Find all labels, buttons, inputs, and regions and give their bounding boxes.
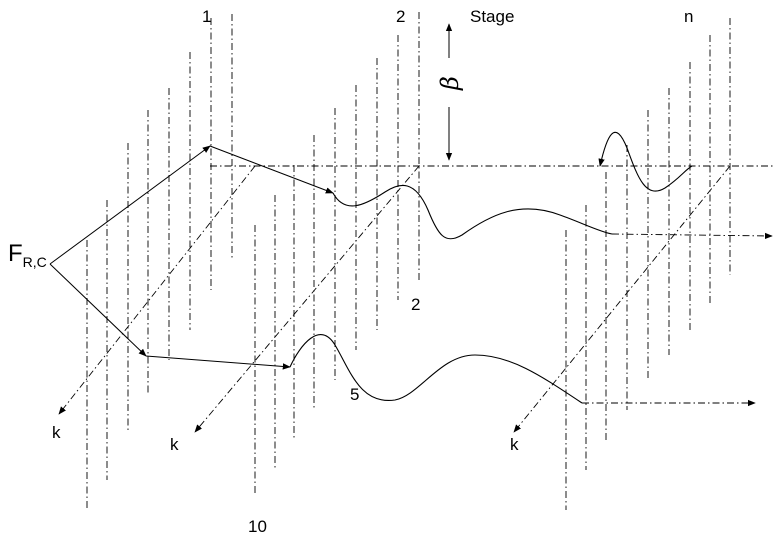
force-subscript: R,C [23, 254, 47, 270]
stage-word-label: Stage [470, 7, 514, 26]
stage-2-lines [254, 12, 420, 495]
beta-label: β [436, 76, 464, 91]
upper-wave [332, 184, 613, 240]
number-5-label: 5 [350, 385, 359, 404]
k-axis-arrow-3 [513, 165, 731, 433]
upper-output-arrow [611, 232, 773, 240]
stage-1-label: 1 [202, 7, 211, 26]
stage-n-wave [598, 131, 693, 192]
lower-transfer-arrow [145, 355, 291, 370]
lower-wave [289, 334, 583, 404]
k-axis-arrow-2 [194, 165, 420, 433]
upper-input-arrow [49, 145, 211, 265]
upper-transfer-arrow [209, 145, 334, 194]
number-2-label: 2 [411, 295, 420, 314]
stage-n-lines [565, 18, 731, 510]
k-label-2: k [170, 435, 179, 454]
k-label-3: k [510, 435, 519, 454]
number-10-label: 10 [248, 517, 267, 536]
stage-n-label: n [684, 7, 693, 26]
k-axis-arrow-1 [58, 165, 256, 415]
force-label: FR,C [8, 240, 47, 270]
force-main: F [8, 240, 23, 267]
stage-1-lines [86, 14, 233, 510]
stage-2-label: 2 [396, 7, 405, 26]
lower-input-arrow [49, 263, 147, 357]
k-label-1: k [52, 423, 61, 442]
